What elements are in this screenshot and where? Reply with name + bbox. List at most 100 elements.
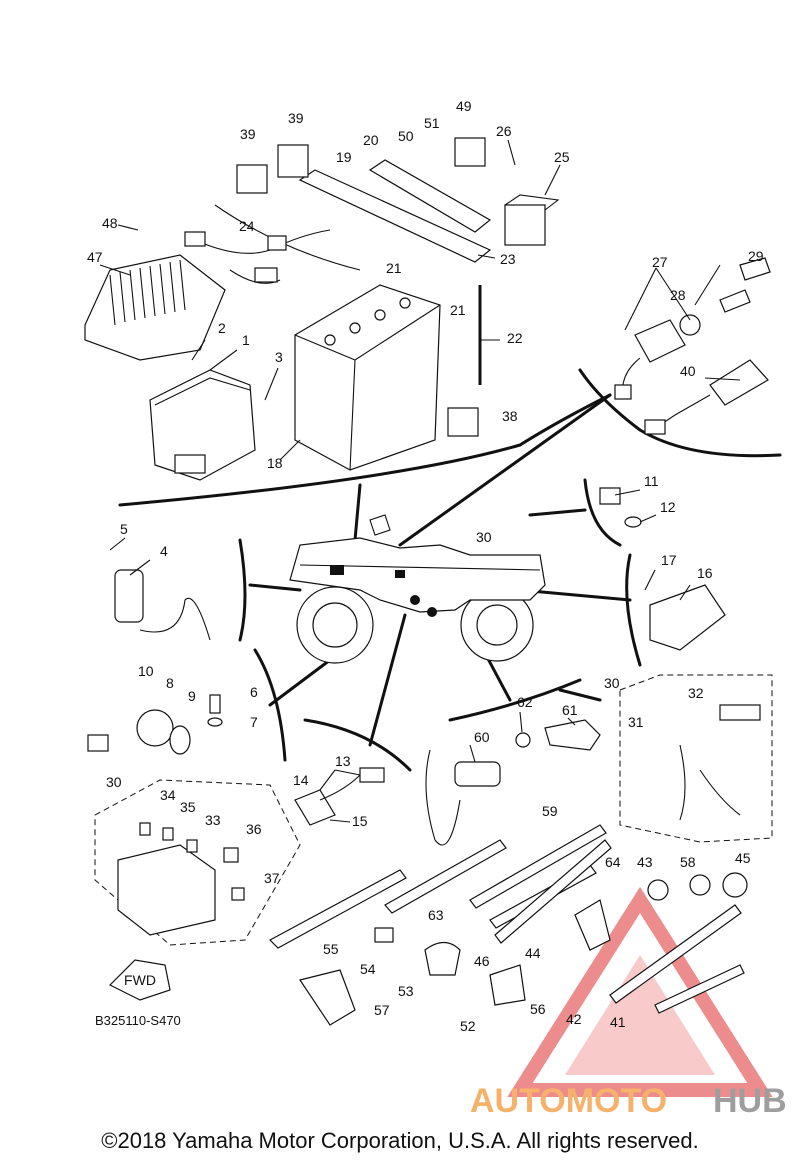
callout-19: 19 — [336, 149, 352, 165]
callout-57: 57 — [374, 1002, 390, 1018]
callout-3: 3 — [275, 349, 283, 365]
callout-56: 56 — [530, 1001, 546, 1017]
callout-15: 15 — [352, 813, 368, 829]
callout-45: 45 — [735, 850, 751, 866]
callout-30-right: 30 — [604, 675, 620, 691]
part-6-7-sender — [207, 694, 223, 727]
callout-12: 12 — [660, 499, 676, 515]
callout-labels: 1 2 3 4 5 6 7 8 9 10 11 12 13 14 15 16 1… — [87, 98, 764, 1034]
part-8-10-sensor — [87, 709, 191, 755]
callout-21b: 21 — [450, 302, 466, 318]
callout-50: 50 — [398, 128, 414, 144]
callout-49: 49 — [456, 98, 472, 114]
callout-61: 61 — [562, 702, 578, 718]
part-40-socket — [644, 359, 769, 435]
watermark-text: AUTOMOTO HUB — [470, 1082, 787, 1120]
part-19-20-brackets — [298, 159, 492, 263]
callout-33: 33 — [205, 812, 221, 828]
callout-43: 43 — [637, 854, 653, 870]
callout-31: 31 — [628, 714, 644, 730]
callout-9: 9 — [188, 688, 196, 704]
callout-10: 10 — [138, 663, 154, 679]
callout-35: 35 — [180, 799, 196, 815]
callout-16: 16 — [697, 565, 713, 581]
part-18-battery — [294, 284, 441, 471]
fwd-arrow: FWD — [108, 959, 171, 1001]
callout-39b: 39 — [288, 110, 304, 126]
callout-8: 8 — [166, 675, 174, 691]
part-60-62-assembly — [425, 719, 601, 846]
callout-24: 24 — [239, 218, 255, 234]
callout-27: 27 — [652, 254, 668, 270]
callout-46: 46 — [474, 953, 490, 969]
callout-21a: 21 — [386, 260, 402, 276]
callout-2: 2 — [218, 320, 226, 336]
callout-23: 23 — [500, 251, 516, 267]
callout-13: 13 — [335, 753, 351, 769]
callout-59: 59 — [542, 803, 558, 819]
callout-20: 20 — [363, 132, 379, 148]
callout-37: 37 — [264, 870, 280, 886]
part-47-cover — [84, 254, 226, 361]
callout-63: 63 — [428, 907, 444, 923]
callout-22: 22 — [507, 330, 523, 346]
part-13-15-sensor — [294, 767, 385, 826]
callout-64: 64 — [605, 854, 621, 870]
section-dividers — [118, 368, 782, 772]
part-16-regulator — [649, 584, 726, 651]
callout-39a: 39 — [240, 126, 256, 142]
fwd-label: FWD — [124, 972, 156, 988]
part-24-harness — [184, 204, 361, 284]
atv-illustration — [289, 514, 546, 664]
part-30-fuse-box — [94, 779, 301, 946]
callout-28: 28 — [670, 287, 686, 303]
callout-52: 52 — [460, 1018, 476, 1034]
callout-18: 18 — [267, 455, 283, 471]
callout-54: 54 — [360, 961, 376, 977]
callout-30-fusebox: 30 — [106, 774, 122, 790]
callout-55: 55 — [323, 941, 339, 957]
callout-58: 58 — [680, 854, 696, 870]
callout-30-atv: 30 — [476, 529, 492, 545]
part-39-relays — [236, 144, 309, 194]
watermark-part1: AUTOMOTO — [470, 1082, 667, 1120]
part-1-unit — [149, 369, 256, 481]
callout-40: 40 — [680, 363, 696, 379]
callout-38: 38 — [502, 408, 518, 424]
callout-62: 62 — [517, 694, 533, 710]
part-25-relay — [504, 194, 560, 246]
callout-36: 36 — [246, 821, 262, 837]
part-38-relay — [447, 407, 479, 437]
callout-7: 7 — [250, 714, 258, 730]
callout-42: 42 — [566, 1011, 582, 1027]
part-27-29-switch-keys — [614, 257, 771, 400]
callout-41: 41 — [610, 1014, 626, 1030]
callout-34: 34 — [160, 787, 176, 803]
callout-14: 14 — [293, 772, 309, 788]
callout-29: 29 — [748, 248, 764, 264]
leader-lines — [99, 139, 741, 823]
part-49-sensor — [454, 137, 486, 167]
callout-6: 6 — [250, 684, 258, 700]
cable-ties — [269, 824, 745, 1014]
callout-26: 26 — [496, 123, 512, 139]
watermark-triangle — [507, 886, 773, 1097]
callout-25: 25 — [554, 149, 570, 165]
callout-32: 32 — [688, 685, 704, 701]
copyright-notice: ©2018 Yamaha Motor Corporation, U.S.A. A… — [101, 1128, 699, 1153]
callout-51: 51 — [424, 115, 440, 131]
clips — [299, 872, 748, 1026]
callout-1: 1 — [242, 332, 250, 348]
callout-17: 17 — [661, 552, 677, 568]
watermark-part2: HUB — [713, 1082, 787, 1120]
callout-47: 47 — [87, 249, 103, 265]
part-4-coil — [114, 569, 211, 641]
callout-4: 4 — [160, 543, 168, 559]
callout-11: 11 — [644, 473, 659, 489]
callout-60: 60 — [474, 729, 490, 745]
callout-53: 53 — [398, 983, 414, 999]
callout-44: 44 — [525, 945, 541, 961]
diagram-code: B325110-S470 — [95, 1013, 181, 1028]
callout-48: 48 — [102, 215, 118, 231]
